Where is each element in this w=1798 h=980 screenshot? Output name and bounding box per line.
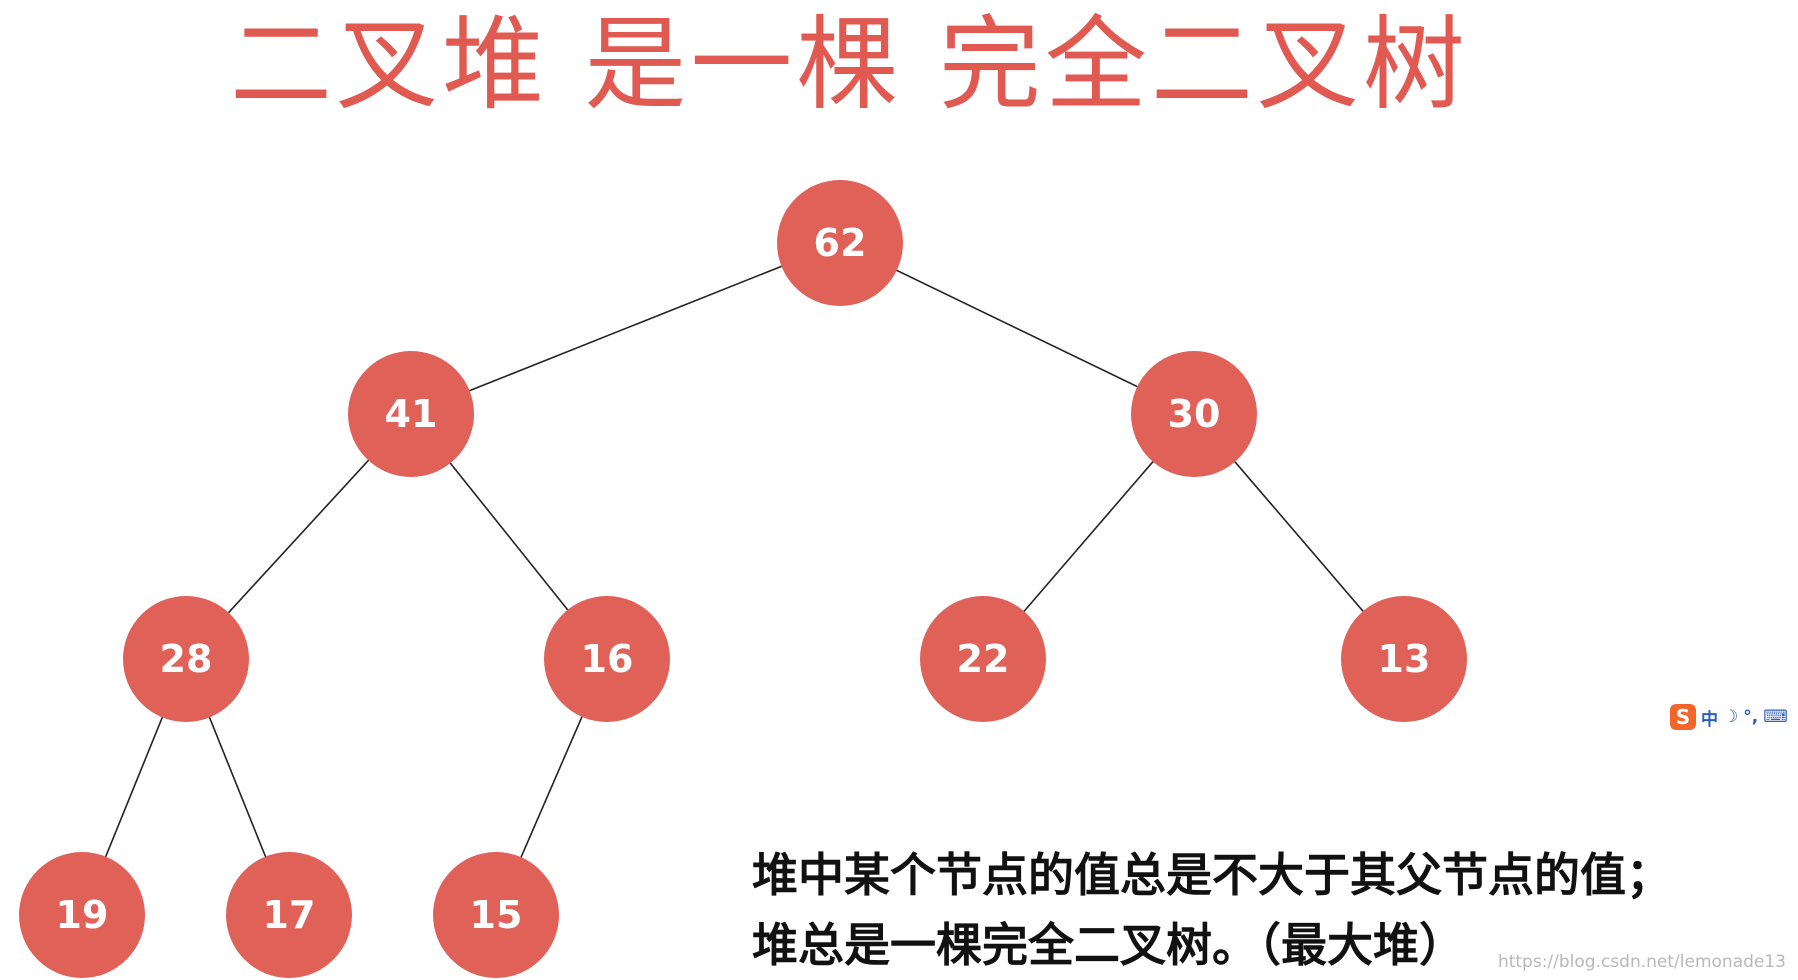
tree-node-label: 41 (385, 392, 438, 436)
tree-node: 30 (1131, 351, 1257, 477)
tree-node-circle (1341, 596, 1467, 722)
ime-punctuation-icon[interactable]: °, (1743, 707, 1759, 727)
tree-node-label: 19 (56, 893, 109, 937)
tree-node-circle (19, 852, 145, 978)
tree-node-circle (1131, 351, 1257, 477)
tree-node-label: 16 (581, 637, 634, 681)
tree-node: 19 (19, 852, 145, 978)
description-line-2: 堆总是一棵完全二叉树。（最大堆） (752, 918, 1465, 972)
tree-edge (410, 242, 841, 415)
tree-node: 28 (123, 596, 249, 722)
tree-edges (81, 242, 1405, 916)
tree-node-circle (226, 852, 352, 978)
tree-node: 62 (777, 180, 903, 306)
tree-node: 17 (226, 852, 352, 978)
tree-edge (839, 242, 1195, 415)
tree-node: 16 (544, 596, 670, 722)
tree-node-circle (777, 180, 903, 306)
ime-keyboard-icon[interactable]: ⌨ (1763, 707, 1788, 727)
tree-node-circle (920, 596, 1046, 722)
ime-moon-icon[interactable]: ☽ (1723, 707, 1739, 727)
tree-node-label: 13 (1378, 637, 1431, 681)
watermark-url: https://blog.csdn.net/lemonade13 (1497, 952, 1786, 972)
ime-mode-chinese[interactable]: 中 (1701, 709, 1718, 730)
ime-toolbar[interactable]: S 中 ☽ °, ⌨ (1670, 704, 1788, 730)
tree-node-circle (123, 596, 249, 722)
tree-node-label: 62 (814, 221, 867, 265)
tree-node: 41 (348, 351, 474, 477)
tree-node-label: 22 (957, 637, 1010, 681)
tree-node-label: 15 (470, 893, 523, 937)
description-line-1: 堆中某个节点的值总是不大于其父节点的值； (752, 848, 1672, 902)
tree-node-circle (544, 596, 670, 722)
tree-nodes: 62 41 30 28 16 22 13 19 17 15 (19, 180, 1467, 978)
tree-node-circle (433, 852, 559, 978)
tree-node: 22 (920, 596, 1046, 722)
tree-node-label: 30 (1168, 392, 1221, 436)
diagram-title: 二叉堆 是一棵 完全二叉树 (230, 6, 1469, 125)
tree-node: 13 (1341, 596, 1467, 722)
tree-node: 15 (433, 852, 559, 978)
tree-node-label: 17 (263, 893, 316, 937)
sogou-s-icon[interactable]: S (1670, 704, 1696, 730)
heap-description: 堆中某个节点的值总是不大于其父节点的值； 堆总是一棵完全二叉树。（最大堆） (752, 840, 1672, 980)
tree-node-circle (348, 351, 474, 477)
tree-node-label: 28 (160, 637, 213, 681)
